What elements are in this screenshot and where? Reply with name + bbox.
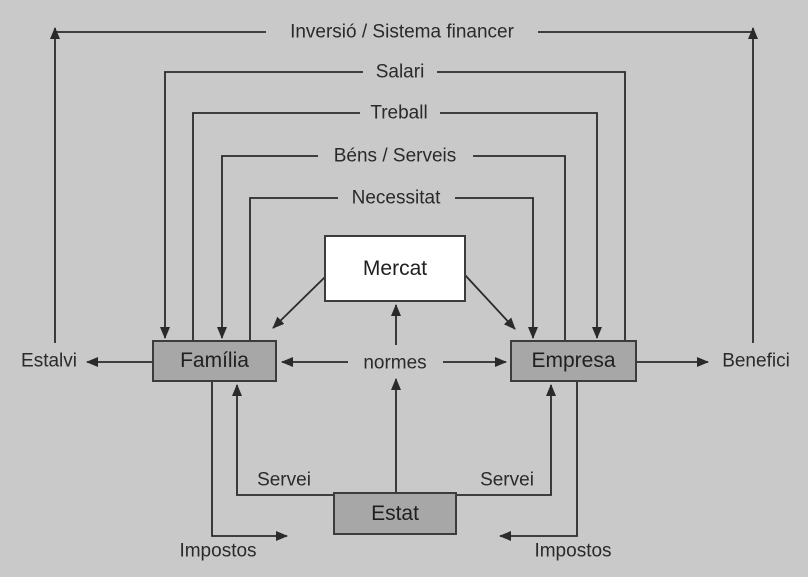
label-necessitat: Necessitat — [351, 187, 441, 209]
arrow-mercat-to-empresa — [464, 274, 516, 330]
label-treball: Treball — [370, 102, 428, 124]
label-servei-left: Servei — [257, 469, 311, 491]
arrow-mercat-to-familia — [272, 276, 326, 329]
node-estat: Estat — [333, 492, 457, 535]
arrow-impostos-from-familia — [211, 382, 288, 541]
node-empresa: Empresa — [510, 340, 637, 382]
line-treball-from-familia — [192, 112, 360, 340]
node-mercat: Mercat — [324, 235, 466, 302]
node-familia: Família — [152, 340, 277, 382]
arrow-servei-to-familia — [232, 384, 333, 496]
line-bens-from-empresa — [473, 155, 566, 340]
line-salari-from-empresa — [437, 71, 626, 340]
label-salari: Salari — [375, 61, 425, 83]
arrow-necessitat-to-empresa — [455, 197, 538, 339]
label-normes: normes — [363, 352, 427, 374]
label-impostos-left: Impostos — [179, 540, 257, 562]
line-necessitat-from-familia — [249, 197, 338, 340]
arrow-bens-to-familia — [217, 155, 318, 339]
arrow-servei-to-empresa — [457, 384, 556, 496]
arrow-treball-to-empresa — [440, 112, 602, 339]
label-bens-serveis: Béns / Serveis — [333, 145, 457, 167]
label-estalvi: Estalvi — [21, 350, 77, 372]
label-impostos-right: Impostos — [534, 540, 612, 562]
arrow-salari-to-familia — [160, 71, 363, 339]
arrow-impostos-from-empresa — [499, 382, 578, 541]
label-benefici: Benefici — [722, 350, 790, 372]
label-servei-right: Servei — [480, 469, 534, 491]
label-inversio-sistema-financer: Inversió / Sistema financer — [290, 21, 514, 43]
